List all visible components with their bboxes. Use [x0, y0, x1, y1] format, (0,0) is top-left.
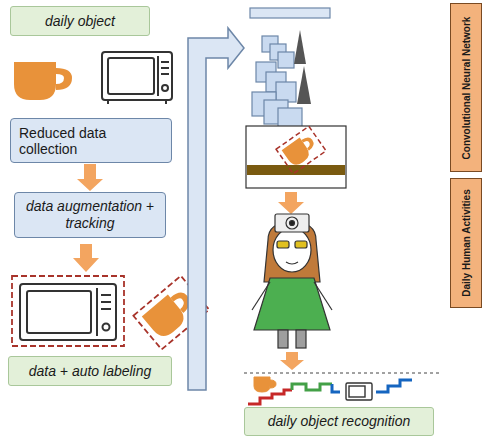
flow-arrow — [280, 352, 304, 370]
microwave-panel — [96, 288, 98, 336]
cup-body — [142, 295, 189, 341]
activity-trace — [376, 380, 412, 392]
activity-trace — [292, 384, 332, 390]
microwave-button — [161, 73, 169, 75]
shape — [276, 126, 326, 174]
microwave-button — [101, 301, 111, 303]
microwave-panel — [157, 56, 159, 96]
process-box: data augmentation + tracking — [14, 192, 166, 238]
feature-map — [276, 82, 296, 102]
glasses — [295, 241, 307, 248]
microwave-door — [27, 291, 91, 333]
feedback-arrow — [188, 28, 244, 390]
box-label: data augmentation + tracking — [23, 198, 157, 232]
microwave-foot — [107, 100, 109, 104]
leg — [296, 330, 306, 348]
band-label: Convolutional Neural Network — [461, 16, 472, 159]
band-label: Daily Human Activities — [461, 189, 472, 296]
microwave-icon — [346, 383, 372, 400]
flow-arrow — [77, 164, 103, 191]
arm — [252, 282, 270, 310]
cnn-layers — [250, 8, 330, 132]
box-label: daily object — [19, 13, 141, 30]
microwave-door — [108, 58, 154, 94]
activity-trace — [332, 384, 340, 392]
arm — [314, 282, 332, 310]
microwave-button — [101, 308, 111, 310]
microwave-button — [161, 67, 169, 69]
activity-trace — [248, 390, 292, 404]
camera-lens-center — [290, 221, 295, 226]
microwave-body — [20, 284, 116, 340]
cup-icon — [254, 377, 276, 392]
camera-lens — [286, 217, 298, 229]
process-box: daily object — [10, 6, 150, 36]
cup-handle — [301, 135, 316, 151]
cup-handle — [56, 68, 72, 90]
bounding-box — [12, 276, 124, 346]
microwave-knob — [103, 324, 110, 331]
timeline-divider — [244, 373, 440, 374]
labeled-microwave — [12, 276, 124, 346]
label-band: Convolutional Neural Network — [450, 3, 482, 172]
box-label: daily object recognition — [253, 413, 425, 430]
cup-icon — [14, 62, 72, 100]
glasses — [277, 241, 289, 248]
mouth — [286, 262, 298, 264]
kernel — [297, 66, 311, 104]
head-camera — [275, 214, 309, 232]
label-band: Daily Human Activities — [450, 178, 482, 308]
kernel — [294, 30, 306, 64]
image-frame — [246, 126, 346, 188]
cup-body — [282, 138, 313, 169]
feature-map — [278, 52, 294, 68]
process-box: Reduced data collection — [10, 118, 172, 163]
input-image — [246, 126, 346, 188]
microwave-door — [349, 386, 365, 397]
microwave-foot — [165, 100, 167, 104]
cup-body — [14, 62, 56, 100]
microwave-knob — [162, 85, 168, 91]
microwave-button — [161, 61, 169, 63]
box-label: Reduced data collection — [19, 125, 123, 157]
output-layer — [250, 8, 330, 18]
dress — [254, 278, 330, 330]
microwave-icon — [102, 52, 172, 104]
box-label: data + auto labeling — [17, 363, 163, 380]
microwave-body — [346, 383, 372, 400]
flow-arrow — [73, 244, 99, 272]
person-figure — [252, 214, 332, 348]
leg — [278, 330, 288, 348]
table-surface — [247, 165, 345, 175]
flow-arrow — [278, 192, 304, 214]
microwave-button — [101, 294, 111, 296]
bounding-box — [276, 126, 326, 174]
process-box: data + auto labeling — [8, 356, 172, 386]
face — [273, 228, 311, 272]
shape — [20, 284, 116, 340]
microwave-body — [102, 52, 172, 100]
process-box: daily object recognition — [244, 407, 434, 436]
